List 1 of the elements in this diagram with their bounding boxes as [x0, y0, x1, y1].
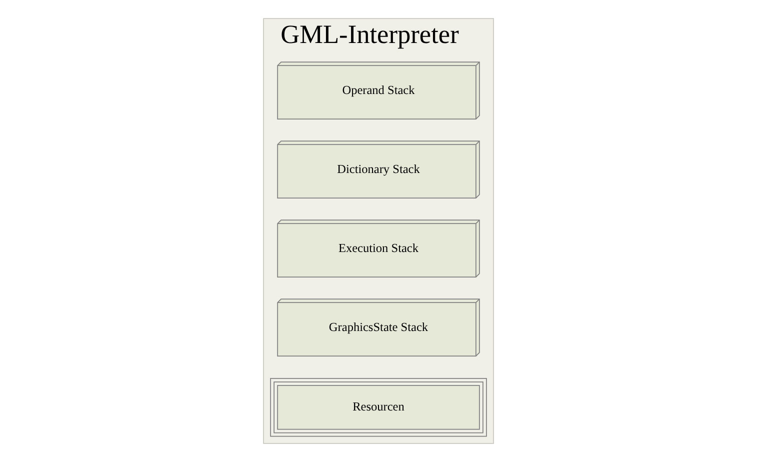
node-box: Resourcen — [270, 378, 487, 437]
